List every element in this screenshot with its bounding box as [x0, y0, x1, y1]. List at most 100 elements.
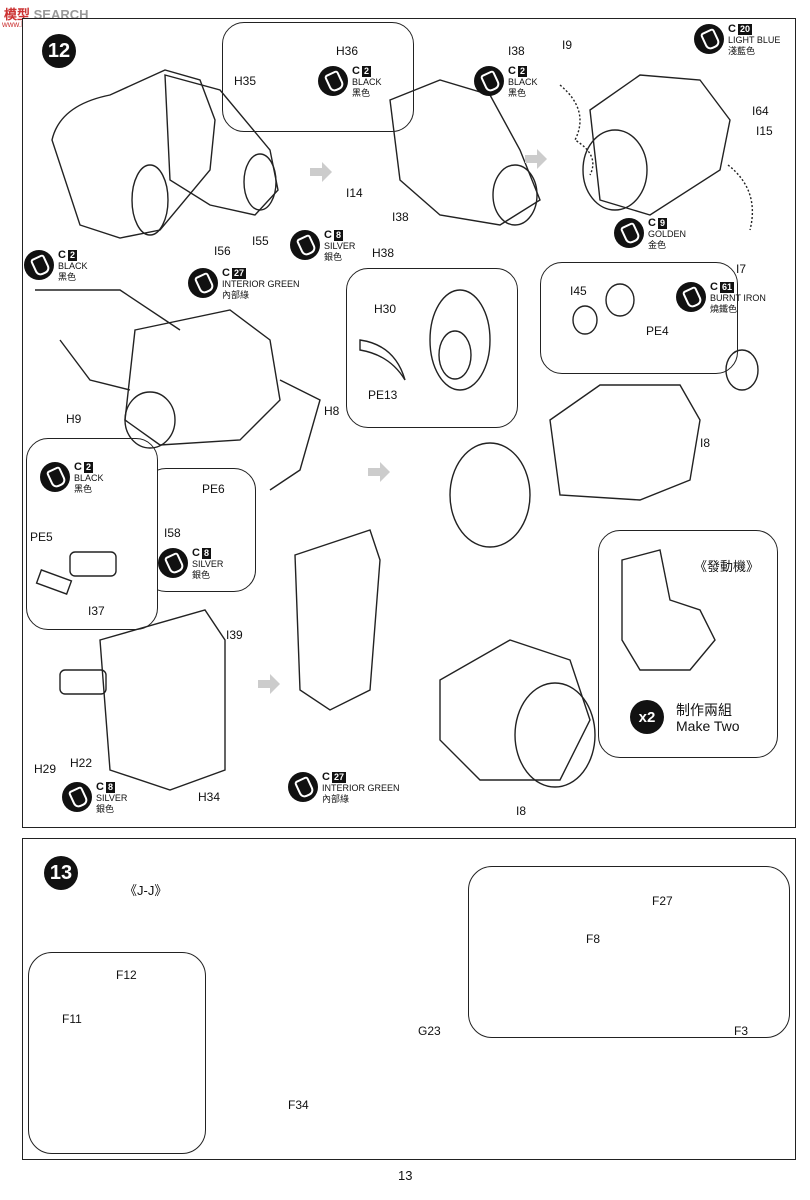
paint-code: C [324, 229, 332, 241]
label-i8a: I8 [700, 436, 711, 450]
paint-num: 2 [361, 66, 371, 77]
paint-en: SILVER [96, 793, 128, 803]
paint-brush-icon [40, 462, 70, 492]
paint-brush-icon [158, 548, 188, 578]
step-13-number: 13 [44, 856, 78, 890]
paint-code: C [508, 65, 516, 77]
paint-code: C [58, 249, 66, 261]
paint-en: BLACK [508, 77, 538, 87]
part-i37-drawn [69, 551, 117, 577]
paint-brush-icon [288, 772, 318, 802]
label-i8b: I8 [516, 804, 527, 818]
engine-assembly-left [124, 309, 281, 446]
label-h30: H30 [374, 302, 397, 316]
part-h30 [429, 289, 491, 391]
label-i39: I39 [226, 628, 243, 642]
paint-num: 2 [83, 462, 93, 473]
paint-zh: 黑色 [58, 272, 77, 282]
engine-fan-front [449, 442, 531, 548]
paint-code: C [352, 65, 360, 77]
fuselage-right-half [164, 74, 279, 216]
paint-brush-icon [188, 268, 218, 298]
paint-en: INTERIOR GREEN [322, 783, 400, 793]
paint-code: C [96, 781, 104, 793]
engine-body [549, 384, 701, 501]
fuselage-left-half [51, 69, 216, 239]
label-i37: I37 [88, 604, 105, 618]
label-h38: H38 [372, 246, 395, 260]
label-i58: I58 [164, 526, 181, 540]
gear-detail-bubble [468, 866, 790, 1038]
label-i56: I56 [214, 244, 231, 258]
label-f8: F8 [586, 932, 601, 946]
paint-en: INTERIOR GREEN [222, 279, 300, 289]
paint-brush-icon [474, 66, 504, 96]
page-number: 13 [398, 1168, 413, 1183]
assembly-right-intake [582, 129, 648, 211]
label-f27: F27 [652, 894, 673, 908]
engine-assembled-fan [514, 682, 596, 788]
make-two-en: Make Two [676, 718, 740, 734]
label-i38a: I38 [508, 44, 525, 58]
paint-en: BURNT IRON [710, 293, 766, 303]
paint-code: C [710, 281, 718, 293]
paint-num: 8 [333, 230, 343, 241]
paint-brush-icon [676, 282, 706, 312]
paint-zh: 銀色 [324, 252, 343, 262]
label-f11: F11 [62, 1012, 82, 1026]
part-pe4-ring [605, 283, 635, 317]
assembly-right [589, 74, 731, 216]
paint-zh: 黑色 [352, 88, 371, 98]
paint-brush-icon [614, 218, 644, 248]
make-two-badge: x2 [630, 700, 664, 734]
fuselage-nose [131, 164, 169, 236]
part-i7 [727, 164, 754, 231]
paint-brush-icon [290, 230, 320, 260]
paint-num: 61 [719, 282, 734, 293]
label-pe5: PE5 [30, 530, 53, 544]
wheel-detail-bubble [28, 952, 206, 1154]
firewall-left [99, 609, 226, 791]
paint-num: 2 [67, 250, 77, 261]
paint-code: C [728, 23, 736, 35]
paint-num: 2 [517, 66, 527, 77]
paint-en: SILVER [192, 559, 224, 569]
paint-num: 20 [737, 24, 752, 35]
struts-left [35, 289, 321, 491]
paint-num: 27 [231, 268, 246, 279]
part-i9 [559, 84, 594, 176]
paint-en: BLACK [58, 261, 88, 271]
label-i7: I7 [736, 262, 747, 276]
step-arrow-1 [310, 162, 332, 182]
engine-box [598, 530, 778, 758]
step-12-number: 12 [42, 34, 76, 68]
assembly-mid [389, 79, 541, 226]
label-i45: I45 [570, 284, 587, 298]
paint-zh: 銀色 [192, 570, 211, 580]
paint-code: C [222, 267, 230, 279]
label-pe13: PE13 [368, 388, 398, 402]
paint-en: BLACK [74, 473, 104, 483]
paint-brush-icon [318, 66, 348, 96]
paint-zh: 內部綠 [322, 794, 350, 804]
label-pe6: PE6 [202, 482, 225, 496]
paint-brush-icon [24, 250, 54, 280]
label-h29: H29 [34, 762, 57, 776]
part-disc [725, 349, 759, 391]
paint-zh: 內部綠 [222, 290, 250, 300]
paint-zh: 金色 [648, 240, 667, 250]
engine-left-intake [124, 391, 176, 449]
paint-num: 8 [105, 782, 115, 793]
label-i55: I55 [252, 234, 269, 248]
label-pe4: PE4 [646, 324, 669, 338]
paint-en: LIGHT BLUE [728, 35, 781, 45]
detail-bubble-h36 [222, 22, 414, 132]
